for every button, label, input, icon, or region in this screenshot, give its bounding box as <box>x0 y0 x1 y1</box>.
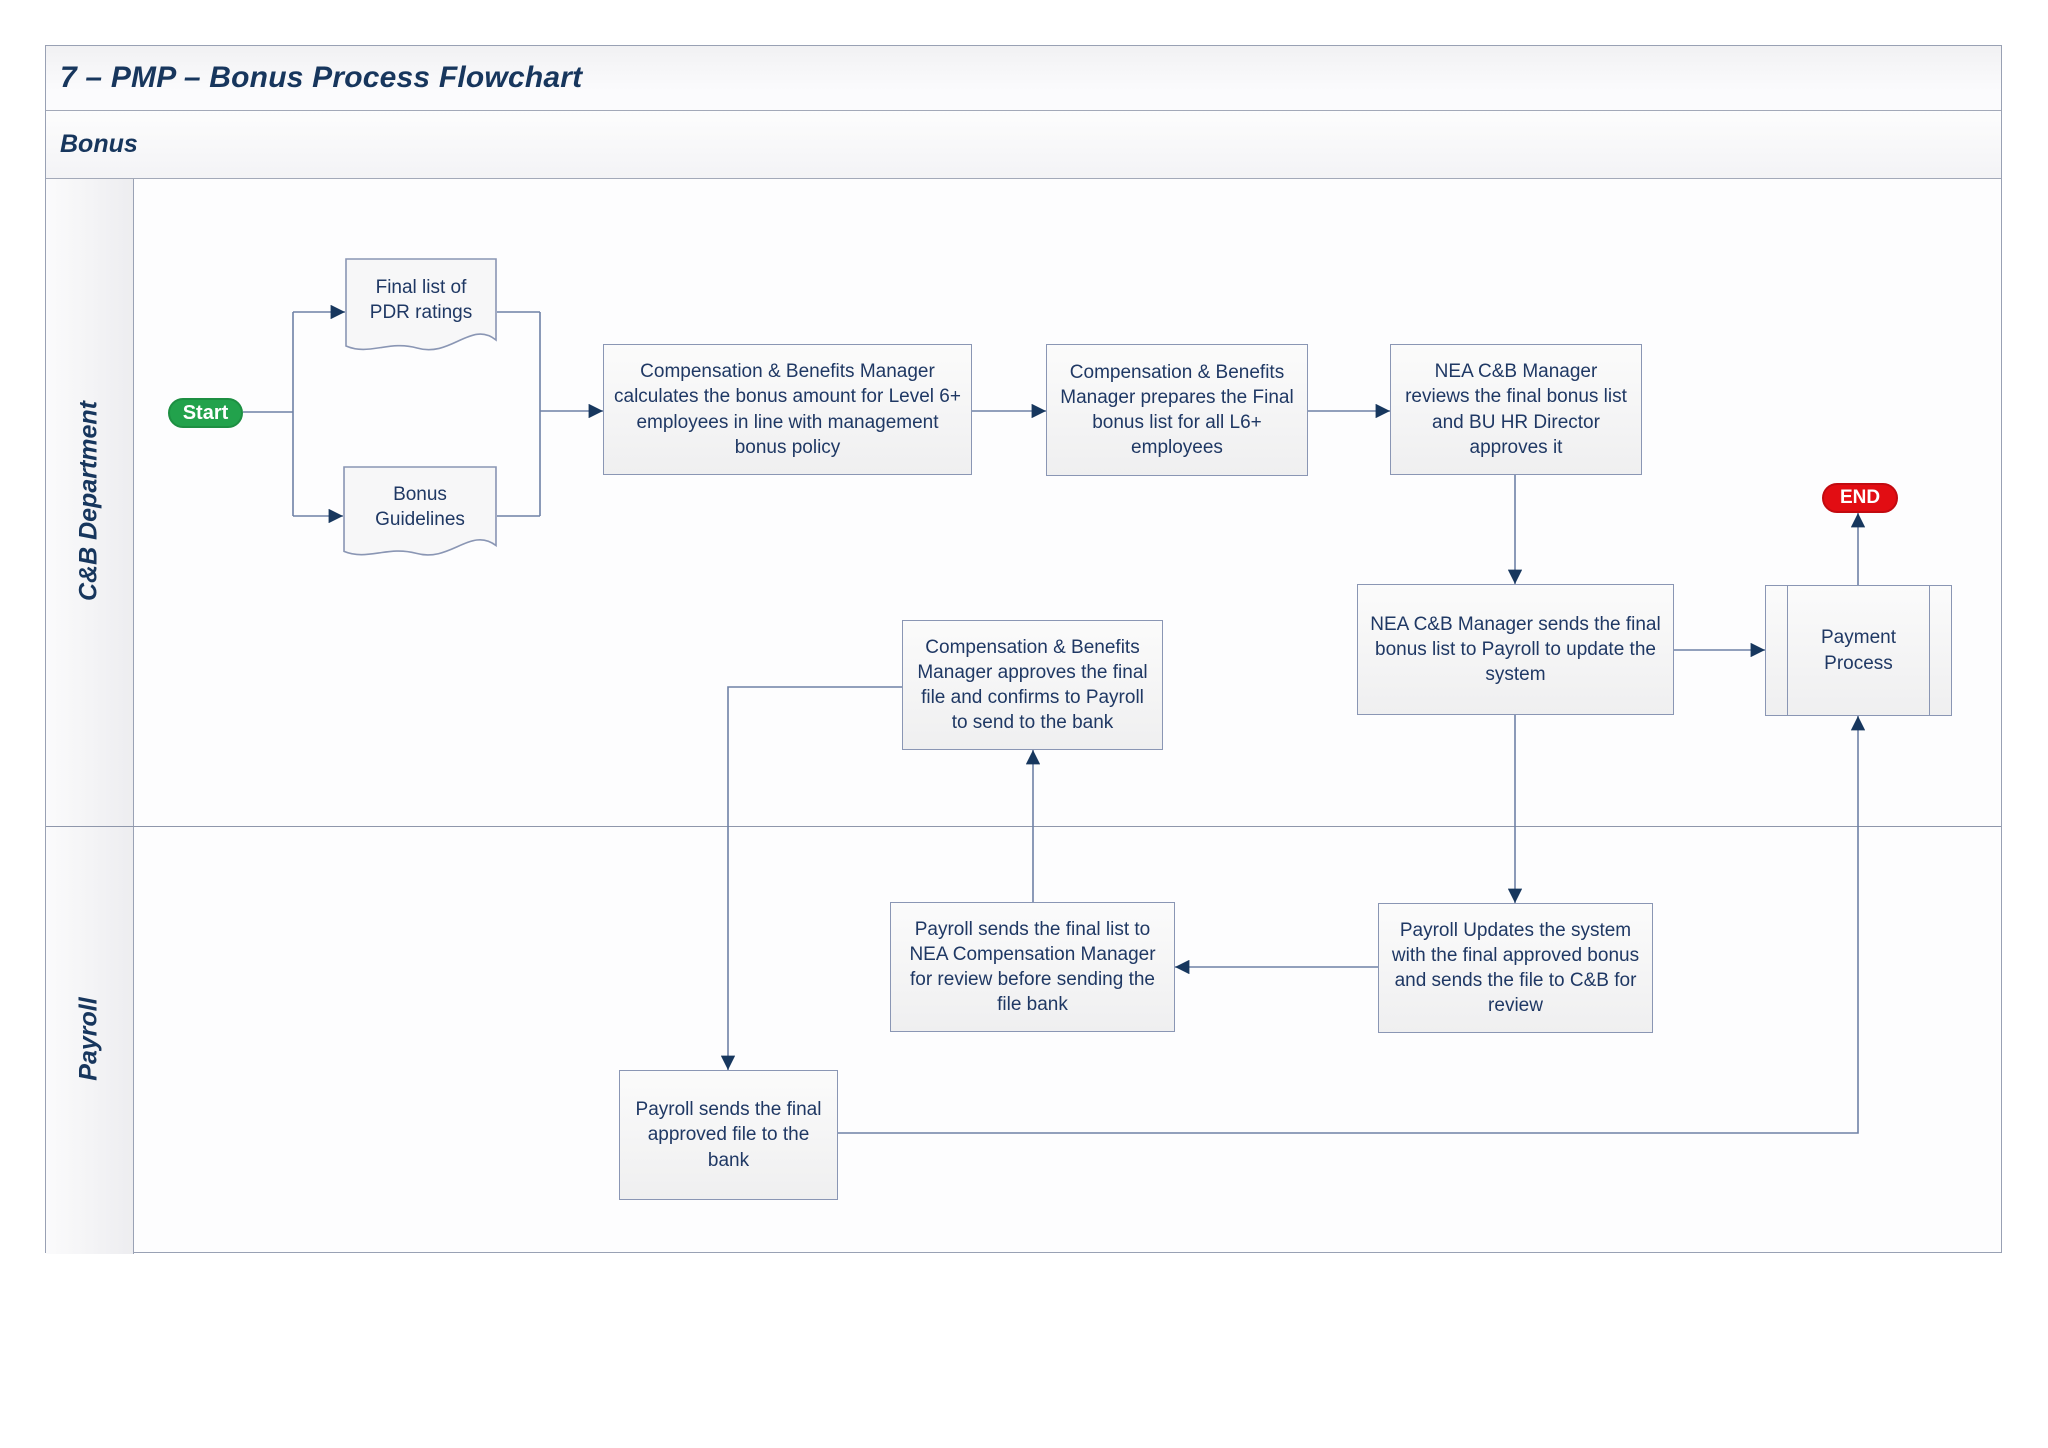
title-bar: 7 – PMP – Bonus Process Flowchart <box>46 46 2001 111</box>
process-calc-bonus-label: Compensation & Benefits Manager calculat… <box>614 361 961 458</box>
end-node-label: END <box>1839 487 1881 509</box>
lane-label-payroll: Payroll <box>74 997 103 1081</box>
document-shape-icon <box>343 466 497 556</box>
process-payroll-sends-file-bank: Payroll sends the final approved file to… <box>619 1070 838 1200</box>
subprocess-payment-process: Payment Process <box>1765 585 1952 716</box>
subtitle-bar: Bonus <box>46 111 2001 179</box>
process-review-approve: NEA C&B Manager reviews the final bonus … <box>1390 344 1642 475</box>
process-prepare-final-list: Compensation & Benefits Manager prepares… <box>1046 344 1308 476</box>
process-review-approve-label: NEA C&B Manager reviews the final bonus … <box>1405 361 1627 458</box>
process-payroll-sends-list-review-label: Payroll sends the final list to NEA Comp… <box>909 918 1156 1016</box>
process-payroll-updates-system: Payroll Updates the system with the fina… <box>1378 903 1653 1033</box>
process-approve-final-file-label: Compensation & Benefits Manager approves… <box>917 636 1148 734</box>
document-shape-icon <box>345 258 497 351</box>
process-payroll-sends-file-bank-label: Payroll sends the final approved file to… <box>635 1099 822 1171</box>
document-final-pdr-ratings-label: Final list of PDR ratings <box>369 276 473 323</box>
process-calc-bonus: Compensation & Benefits Manager calculat… <box>603 344 972 475</box>
document-bonus-guidelines: Bonus Guidelines <box>343 466 497 563</box>
subprocess-payment-process-label: Payment Process <box>1821 627 1896 674</box>
start-node-label: Start <box>182 401 229 424</box>
page-subtitle: Bonus <box>60 130 138 158</box>
lane-label-column <box>46 179 134 1254</box>
document-bonus-guidelines-label: Bonus Guidelines <box>375 483 465 530</box>
page-title: 7 – PMP – Bonus Process Flowchart <box>60 61 583 94</box>
process-payroll-sends-list-review: Payroll sends the final list to NEA Comp… <box>890 902 1175 1032</box>
end-node: END <box>1822 483 1898 513</box>
process-send-to-payroll-label: NEA C&B Manager sends the final bonus li… <box>1370 613 1661 686</box>
process-approve-final-file: Compensation & Benefits Manager approves… <box>902 620 1163 750</box>
process-payroll-updates-system-label: Payroll Updates the system with the fina… <box>1391 919 1640 1017</box>
lane-divider <box>46 826 2001 827</box>
process-send-to-payroll: NEA C&B Manager sends the final bonus li… <box>1357 584 1674 715</box>
document-final-pdr-ratings: Final list of PDR ratings <box>345 258 497 358</box>
process-prepare-final-list-label: Compensation & Benefits Manager prepares… <box>1060 361 1294 459</box>
start-node: Start <box>168 398 243 428</box>
lane-label-cb-department: C&B Department <box>74 400 103 602</box>
